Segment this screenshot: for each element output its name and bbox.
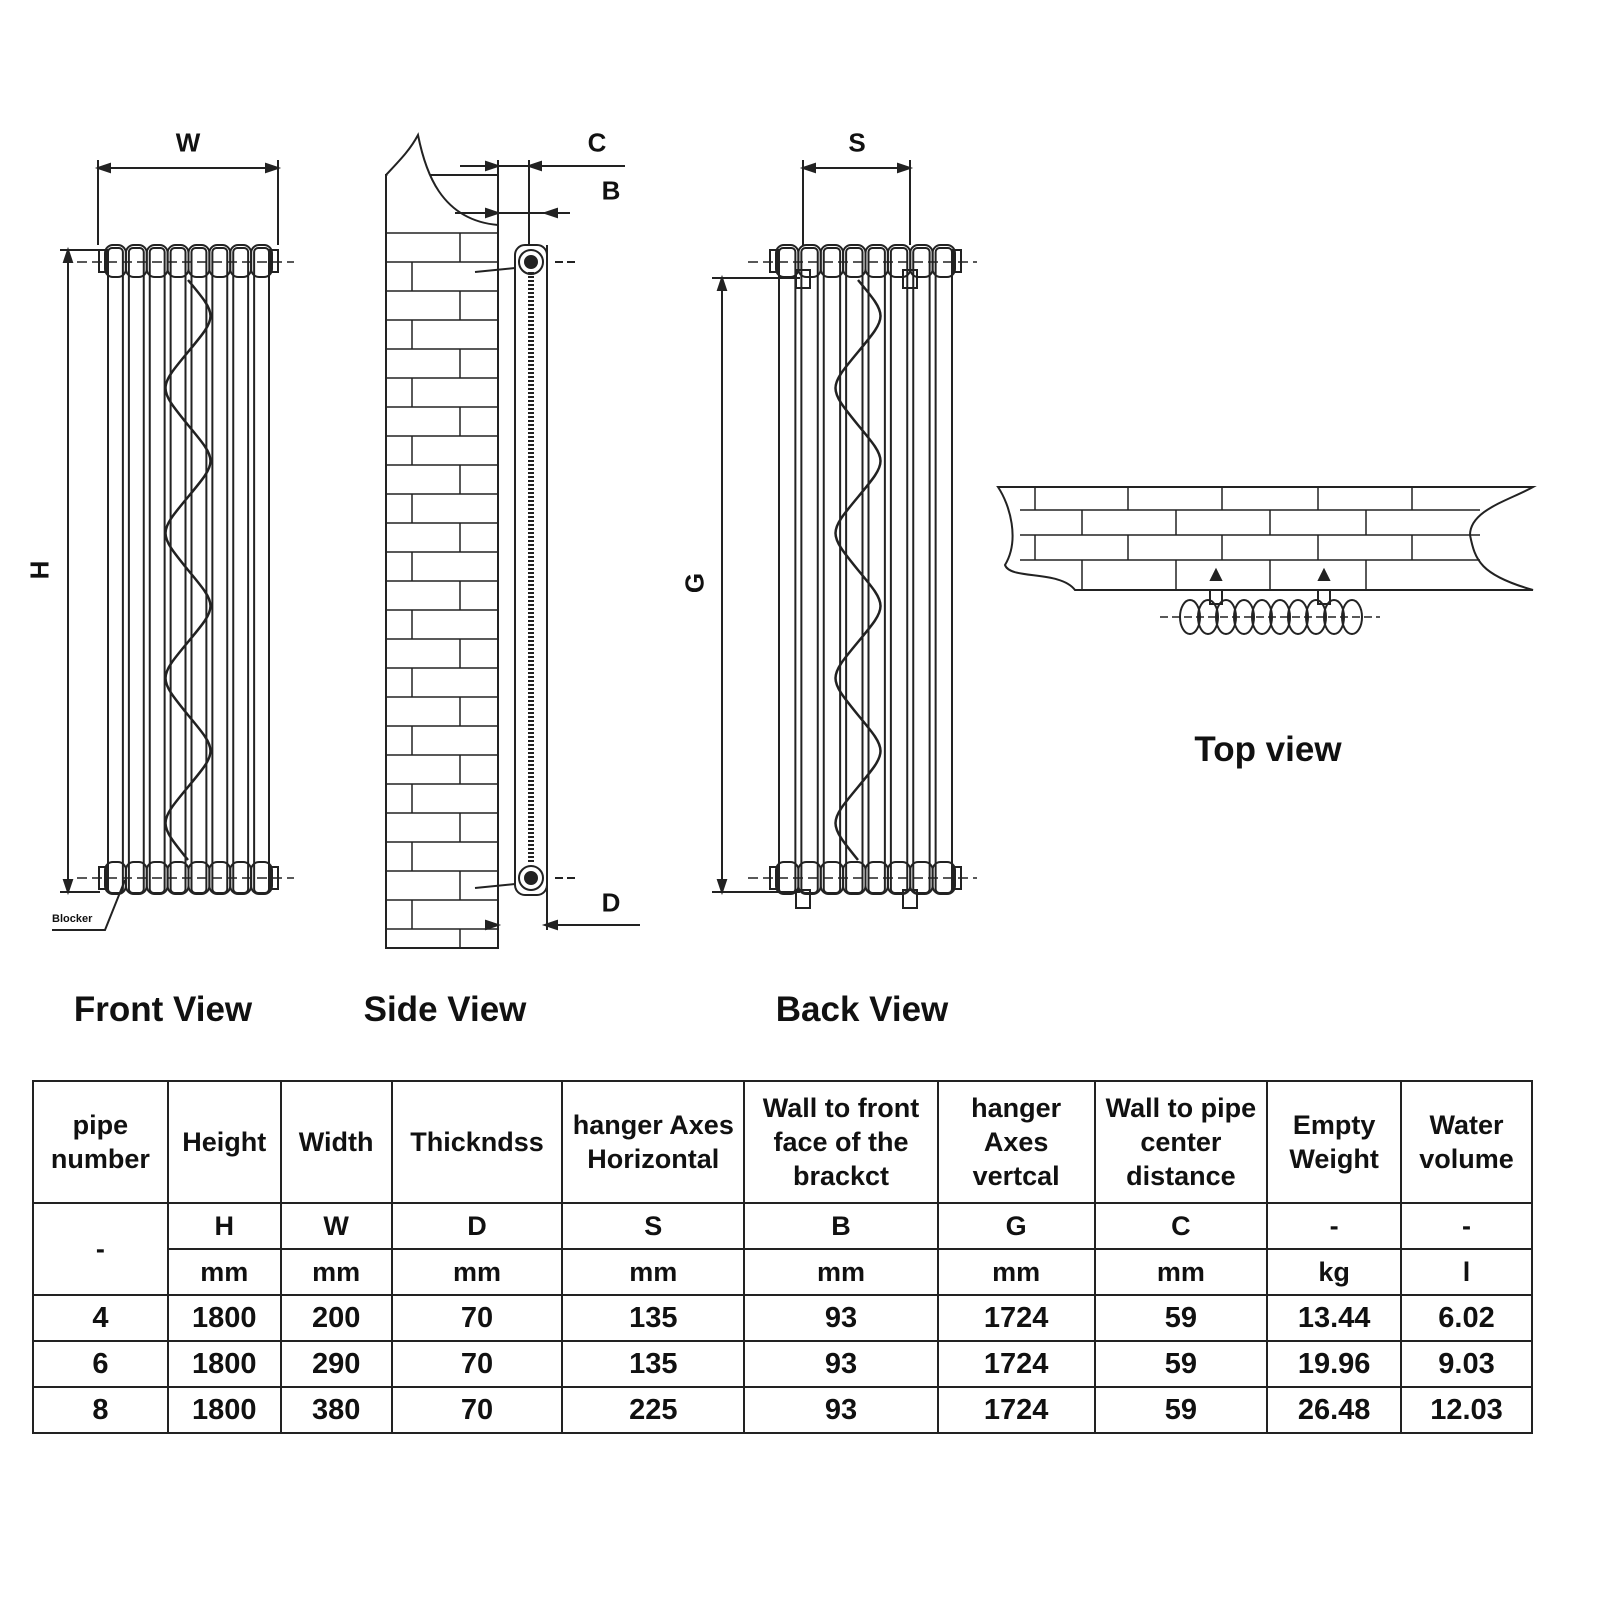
cell: 70 bbox=[390, 1386, 564, 1434]
header-cell: hanger Axes vertcal bbox=[936, 1080, 1096, 1204]
cell: 93 bbox=[743, 1294, 939, 1342]
dim-label-s: S bbox=[848, 127, 866, 158]
cell: 1724 bbox=[936, 1386, 1096, 1434]
front-view-drawing bbox=[52, 160, 294, 931]
unit-cell: mm bbox=[561, 1248, 746, 1296]
symbol-cell: H bbox=[166, 1202, 282, 1250]
table-unit-row: mm mm mm mm mm mm mm kg l bbox=[33, 1248, 1533, 1296]
dim-label-w: W bbox=[175, 127, 201, 158]
cell: 135 bbox=[561, 1294, 746, 1342]
dim-label-g: G bbox=[679, 572, 710, 594]
unit-cell: mm bbox=[390, 1248, 564, 1296]
top-view-title: Top view bbox=[1194, 730, 1342, 769]
cell: 70 bbox=[390, 1340, 564, 1388]
header-cell: hanger Axes Horizontal bbox=[561, 1080, 746, 1204]
cell: 6.02 bbox=[1400, 1294, 1533, 1342]
table-header-row: pipe number Height Width Thickndss hange… bbox=[32, 1080, 1533, 1204]
cell: 93 bbox=[743, 1340, 939, 1388]
cell: 59 bbox=[1093, 1340, 1269, 1388]
cell: 1800 bbox=[166, 1294, 282, 1342]
dim-label-c: C bbox=[587, 127, 607, 158]
symbol-cell: - bbox=[32, 1202, 169, 1296]
cell: 26.48 bbox=[1266, 1386, 1403, 1434]
symbol-cell: G bbox=[936, 1202, 1096, 1250]
cell: 1724 bbox=[936, 1340, 1096, 1388]
cell: 1800 bbox=[166, 1386, 282, 1434]
symbol-cell: - bbox=[1266, 1202, 1403, 1250]
header-cell: Height bbox=[166, 1080, 282, 1204]
header-cell: Empty Weight bbox=[1266, 1080, 1403, 1204]
unit-cell: mm bbox=[279, 1248, 393, 1296]
front-view-title: Front View bbox=[73, 990, 253, 1029]
cell: 8 bbox=[32, 1386, 169, 1434]
cell: 59 bbox=[1093, 1386, 1269, 1434]
cell: 290 bbox=[279, 1340, 393, 1388]
table-symbol-row: - H W D S B G C - - bbox=[32, 1202, 1533, 1296]
cell: 380 bbox=[279, 1386, 393, 1434]
top-view-drawing bbox=[996, 486, 1537, 635]
header-cell: Water volume bbox=[1400, 1080, 1533, 1204]
cell: 200 bbox=[279, 1294, 393, 1342]
dim-label-d: D bbox=[601, 887, 621, 918]
cell: 6 bbox=[32, 1340, 169, 1388]
cell: 225 bbox=[561, 1386, 746, 1434]
symbol-cell: S bbox=[561, 1202, 746, 1250]
cell: 1724 bbox=[936, 1294, 1096, 1342]
cell: 93 bbox=[743, 1386, 939, 1434]
cell: 135 bbox=[561, 1340, 746, 1388]
cell: 70 bbox=[390, 1294, 564, 1342]
blocker-label: Blocker bbox=[52, 913, 93, 925]
header-cell: Thickndss bbox=[390, 1080, 564, 1204]
header-cell: Width bbox=[279, 1080, 393, 1204]
back-view-title: Back View bbox=[775, 990, 949, 1029]
unit-cell: mm bbox=[1093, 1248, 1269, 1296]
side-view-title: Side View bbox=[363, 990, 527, 1029]
specification-table: pipe number Height Width Thickndss hange… bbox=[32, 1080, 1533, 1434]
cell: 12.03 bbox=[1400, 1386, 1533, 1434]
unit-cell: mm bbox=[936, 1248, 1096, 1296]
dim-label-b: B bbox=[601, 175, 621, 206]
header-cell: Wall to pipe center distance bbox=[1093, 1080, 1269, 1204]
symbol-cell: W bbox=[279, 1202, 393, 1250]
cell: 4 bbox=[32, 1294, 169, 1342]
unit-cell: mm bbox=[743, 1248, 939, 1296]
radiator-diagram bbox=[52, 132, 1537, 949]
unit-cell: mm bbox=[166, 1248, 282, 1296]
cell: 9.03 bbox=[1400, 1340, 1533, 1388]
cell: 13.44 bbox=[1266, 1294, 1403, 1342]
side-view-drawing bbox=[385, 132, 640, 949]
symbol-cell: - bbox=[1400, 1202, 1533, 1250]
header-cell: Wall to front face of the brackct bbox=[743, 1080, 939, 1204]
header-cell: pipe number bbox=[32, 1080, 169, 1204]
cell: 59 bbox=[1093, 1294, 1269, 1342]
symbol-cell: D bbox=[390, 1202, 564, 1250]
symbol-cell: C bbox=[1093, 1202, 1269, 1250]
cell: 1800 bbox=[166, 1340, 282, 1388]
unit-cell: kg bbox=[1266, 1248, 1403, 1296]
symbol-cell: B bbox=[743, 1202, 939, 1250]
unit-cell: l bbox=[1400, 1248, 1533, 1296]
cell: 19.96 bbox=[1266, 1340, 1403, 1388]
back-view-drawing bbox=[712, 160, 977, 909]
dim-label-h: H bbox=[24, 560, 55, 580]
